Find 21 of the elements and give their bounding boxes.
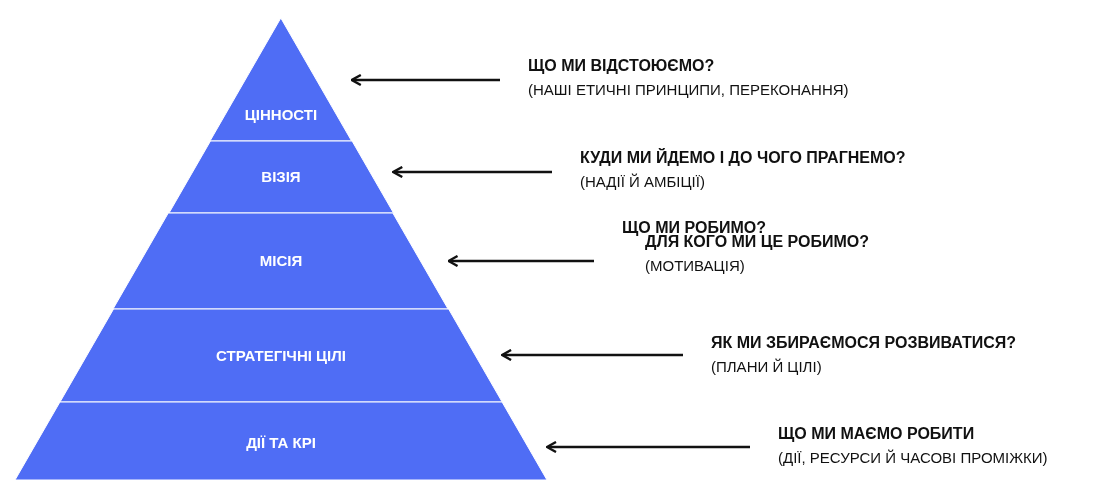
question-heading: ДЛЯ КОГО МИ ЦЕ РОБИМО? [645,233,870,252]
question-note: (НАДІЇ Й АМБІЦІЇ) [580,172,706,192]
question-heading: ЯК МИ ЗБИРАЄМОСЯ РОЗВИВАТИСЯ? [711,333,1017,353]
layer-label: МІСІЯ [258,252,304,269]
question-heading: ЩО МИ МАЄМО РОБИТИ [778,424,976,444]
layer-label: ДІЇ ТА КРІ [245,434,317,451]
layer-label: ЦІННОСТІ [243,106,319,123]
question-note: (ДІЇ, РЕСУРСИ Й ЧАСОВІ ПРОМІЖКИ) [778,448,1048,468]
arrow [500,348,683,362]
question-note: (ПЛАНИ Й ЦІЛІ) [711,357,823,377]
question-heading: КУДИ МИ ЙДЕМО І ДО ЧОГО ПРАГНЕМО? [580,148,906,168]
question-heading: ЩО МИ ВІДСТОЮЄМО? [528,56,716,76]
arrow [392,165,552,179]
question-note: (НАШІ ЕТИЧНІ ПРИНЦИПИ, ПЕРЕКОНАННЯ) [528,80,849,100]
question-note: (МОТИВАЦІЯ) [645,256,746,276]
arrow [350,73,500,87]
layer-label: ВІЗІЯ [260,168,302,185]
question-heading: ЩО МИ РОБИМО? [622,218,766,236]
arrow [447,254,594,268]
layer-label: СТРАТЕГІЧНІ ЦІЛІ [215,347,347,364]
arrow [545,440,750,454]
